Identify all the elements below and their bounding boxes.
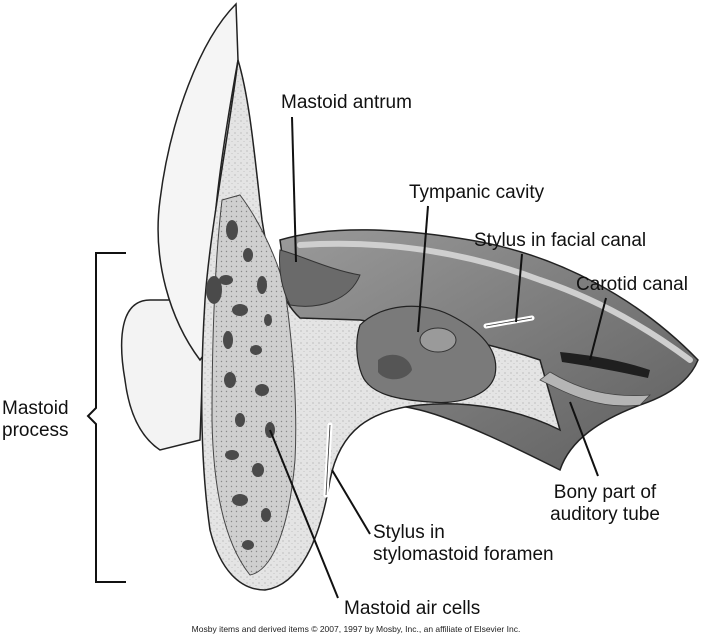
- squamous-blade: [157, 2, 239, 362]
- leader-mastoid-antrum: [291, 116, 297, 263]
- leader-lines: [269, 116, 607, 599]
- stylus-stylomastoid-rod-outline: [325, 424, 331, 496]
- label-bony-auditory-tube-line2: auditory tube: [550, 504, 660, 525]
- leader-mastoid-air-cells: [269, 429, 339, 599]
- carotid-canal: [560, 352, 650, 378]
- tympanic-ossicle: [419, 327, 457, 353]
- label-mastoid-process: Mastoid process: [2, 398, 69, 442]
- label-bony-auditory-tube: Bony part of auditory tube: [530, 482, 680, 526]
- label-bony-auditory-tube-line1: Bony part of: [553, 482, 657, 503]
- mastoid-process-bracket: [86, 252, 126, 583]
- leader-bony-auditory-tube: [569, 401, 599, 477]
- petrous-ridge: [297, 240, 693, 363]
- leader-carotid-canal: [589, 297, 607, 361]
- label-stylus-stylomastoid: Stylus in stylomastoid foramen: [373, 522, 554, 566]
- label-mastoid-air-cells: Mastoid air cells: [344, 598, 481, 619]
- leader-stylus-stylomastoid: [331, 469, 371, 535]
- label-stylus-facial-canal: Stylus in facial canal: [474, 230, 647, 251]
- label-mastoid-antrum: Mastoid antrum: [281, 92, 412, 113]
- leader-stylus-facial-canal: [515, 253, 523, 323]
- label-carotid-canal: Carotid canal: [576, 274, 688, 295]
- auditory-tube: [539, 371, 652, 407]
- tympanic-recess: [378, 354, 412, 380]
- outer-bone-surface: [120, 299, 206, 451]
- stylus-facial-canal-rod-outline: [485, 317, 533, 327]
- label-stylus-stylomastoid-line1: Stylus in: [373, 522, 445, 543]
- mastoid-antrum: [279, 249, 361, 307]
- air-cell-holes: [206, 220, 335, 550]
- label-stylus-stylomastoid-line2: stylomastoid foramen: [373, 544, 554, 565]
- leader-tympanic-cavity: [417, 205, 429, 333]
- copyright-credit: Mosby items and derived items © 2007, 19…: [191, 624, 521, 634]
- label-mastoid-process-line2: process: [2, 420, 69, 441]
- label-tympanic-cavity: Tympanic cavity: [409, 182, 545, 203]
- label-mastoid-process-line1: Mastoid: [2, 398, 69, 419]
